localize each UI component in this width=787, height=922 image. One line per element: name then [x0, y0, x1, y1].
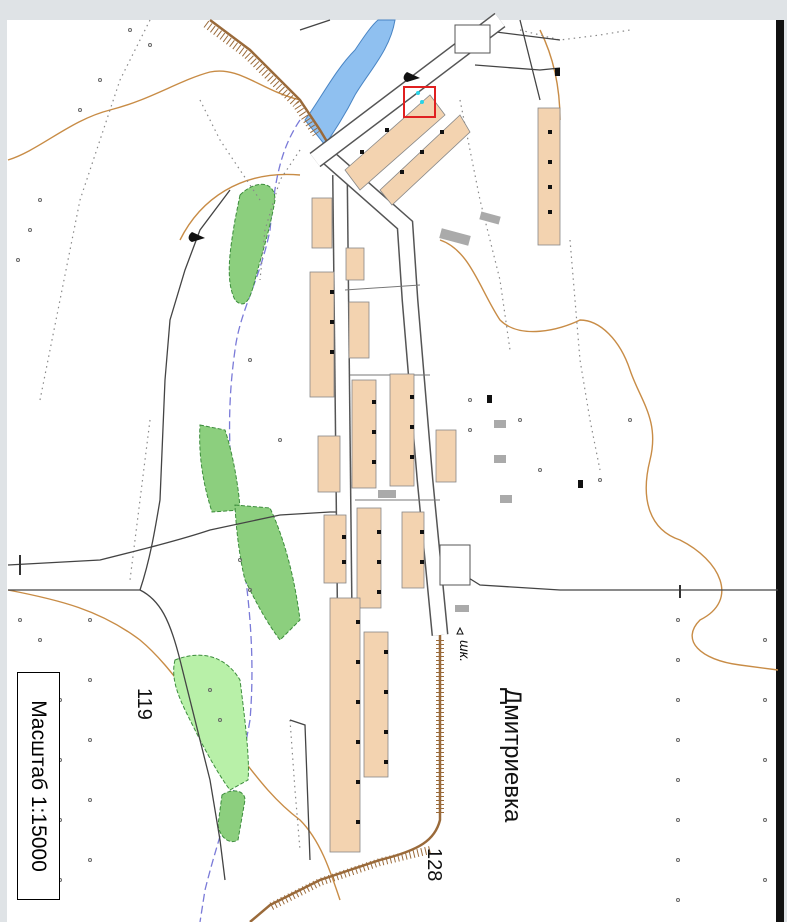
map-edge: [776, 20, 784, 922]
power-line: [19, 555, 681, 598]
forest-areas: [173, 183, 301, 843]
railway: [209, 19, 442, 922]
roads: [7, 19, 778, 881]
dot-icon: [456, 626, 464, 635]
scale-text: Масштаб 1:15000: [27, 700, 51, 872]
place-name-label: Дмитриевка: [499, 688, 526, 823]
house-markers: [330, 68, 583, 824]
school-abbrev-label: шк.: [457, 640, 473, 662]
marker-icon: [188, 72, 420, 242]
selection-icon: [403, 86, 436, 118]
elevation-label-1: 119: [133, 688, 155, 720]
elevation-label-2: 128: [423, 848, 445, 881]
outbuildings: [378, 24, 512, 612]
scale-label: Масштаб 1:15000: [17, 672, 60, 900]
railway-ticks: [203, 20, 444, 911]
